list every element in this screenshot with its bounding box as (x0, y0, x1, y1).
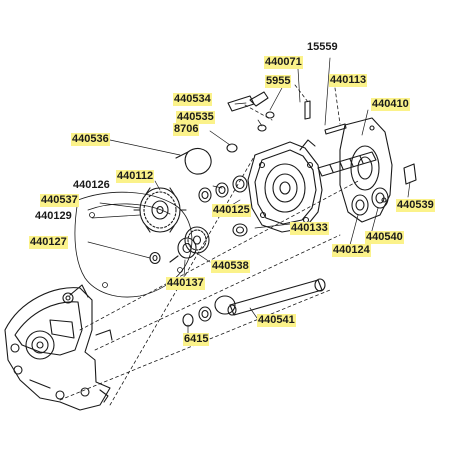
part-callout-440124[interactable]: 440124 (332, 244, 371, 257)
part-callout-440112[interactable]: 440112 (116, 170, 155, 183)
part-callout-440539[interactable]: 440539 (396, 199, 435, 212)
dowel-pin (403, 163, 417, 185)
part-callout-440133[interactable]: 440133 (290, 222, 329, 235)
side-cover (339, 117, 393, 223)
lever-assembly (175, 91, 311, 175)
leader-lines (87, 57, 411, 337)
part-callout-6415[interactable]: 6415 (183, 333, 210, 346)
crankcase (4, 284, 113, 411)
part-callout-440137[interactable]: 440137 (166, 277, 205, 290)
splined-shaft (317, 123, 377, 177)
main-shaft (182, 278, 326, 327)
part-callout-440536[interactable]: 440536 (71, 133, 110, 146)
part-callout-440535[interactable]: 440535 (176, 111, 215, 124)
part-callout-440541[interactable]: 440541 (257, 314, 296, 327)
part-callout-15559[interactable]: 15559 (307, 41, 338, 53)
part-callout-440534[interactable]: 440534 (173, 93, 212, 106)
part-callout-440537[interactable]: 440537 (40, 194, 79, 207)
part-callout-440126[interactable]: 440126 (73, 179, 110, 191)
part-callout-440113[interactable]: 440113 (329, 74, 368, 87)
output-bearings (351, 187, 389, 216)
part-callout-440410[interactable]: 440410 (371, 98, 410, 111)
part-callout-440540[interactable]: 440540 (365, 231, 404, 244)
part-callout-440127[interactable]: 440127 (29, 236, 68, 249)
gearbox-housing (247, 139, 323, 233)
part-callout-440071[interactable]: 440071 (264, 56, 303, 69)
gear-bearings (149, 175, 248, 265)
part-callout-8706[interactable]: 8706 (173, 123, 200, 136)
part-callout-440129[interactable]: 440129 (35, 210, 72, 222)
part-callout-5955[interactable]: 5955 (265, 75, 292, 88)
part-callout-440125[interactable]: 440125 (212, 204, 251, 217)
part-callout-440538[interactable]: 440538 (211, 260, 250, 273)
intermediate-gear (133, 187, 187, 233)
